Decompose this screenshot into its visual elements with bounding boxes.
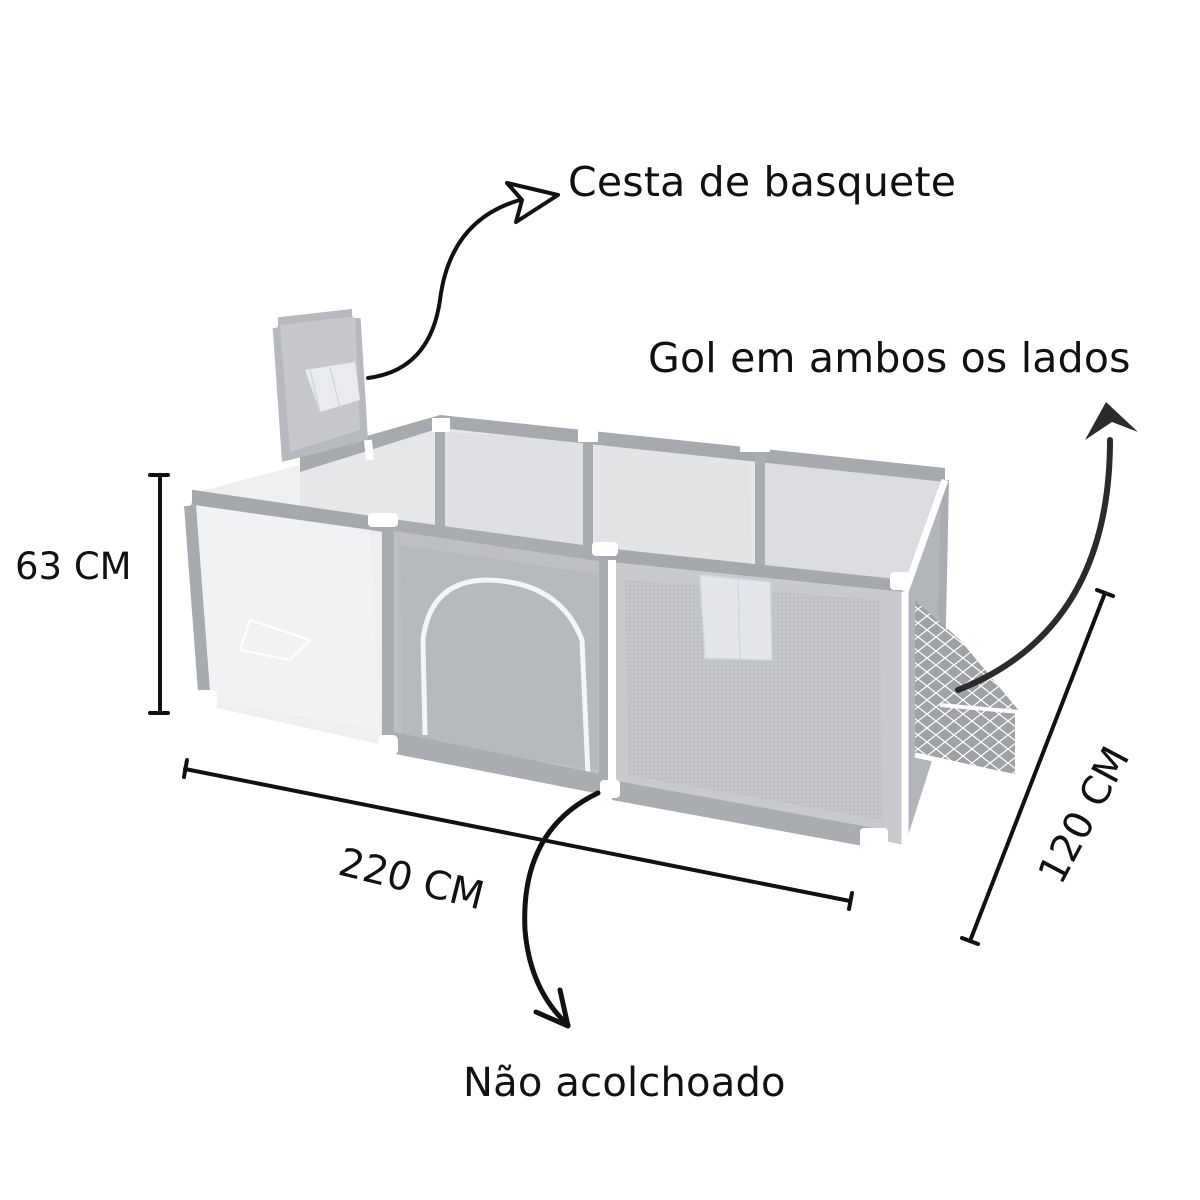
front-door-panel [382,530,611,795]
padding-arrow-icon [522,790,601,1029]
not-padded-label: Não acolchoado [463,1060,786,1106]
height-dimension-line [148,473,170,715]
depth-dimension-line [960,588,1115,946]
width-dimension-line [182,758,854,911]
basketball-hoop-icon [266,304,374,484]
front-top-rail [176,484,910,594]
height-label: 63 CM [15,545,132,588]
playpen-left-wall [184,465,385,745]
goal-label: Gol em ambos os lados [648,334,1131,382]
basketball-arrow-icon [366,181,560,380]
frame-joints [195,690,398,755]
goal-arrow-icon [955,402,1138,693]
basketball-hoop-label: Cesta de basquete [568,158,957,206]
front-mesh-panel [600,560,905,852]
